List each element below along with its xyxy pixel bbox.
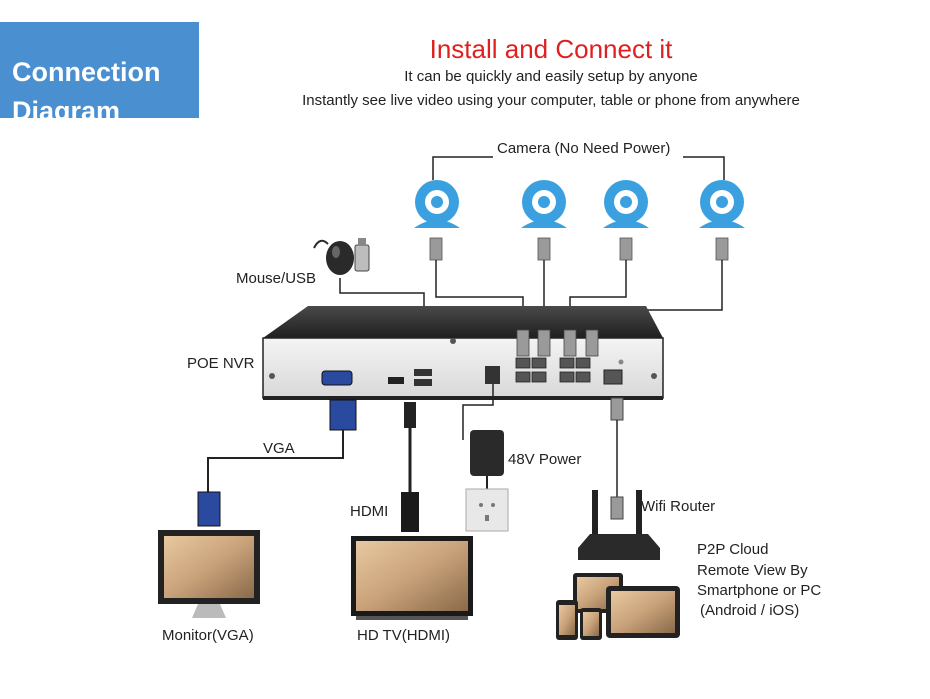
camera-icon [414, 180, 460, 228]
hdmi-cable [401, 402, 419, 532]
camera-icon [699, 180, 745, 228]
nvr-device [262, 306, 664, 400]
camera-icon [603, 180, 649, 228]
usb-dongle-icon [354, 238, 370, 272]
subtitle-2: Instantly see live video using your comp… [302, 92, 800, 109]
hdmi-port-icon [388, 377, 404, 384]
subtitle-1: It can be quickly and easily setup by an… [404, 68, 698, 85]
rj45-connector-icon [516, 329, 530, 357]
hdmi-label: HDMI [350, 503, 389, 520]
vga-cable [197, 399, 357, 527]
usb-port-icon [414, 379, 432, 386]
tv-label: HD TV(HDMI) [357, 627, 451, 644]
rj45-connector-icon [585, 329, 599, 357]
mouse-icon [313, 239, 354, 275]
rj45-connector-icon [563, 329, 577, 357]
nvr-label: POE NVR [187, 355, 255, 372]
rj45-connector-icon [537, 237, 551, 261]
rj45-connector-icon [429, 237, 443, 261]
lan-port-icon [603, 369, 623, 385]
monitor-icon [158, 530, 260, 618]
wall-socket-icon [465, 488, 509, 532]
poe-port-group [515, 357, 591, 383]
camera-label: Camera (No Need Power) [497, 140, 671, 157]
cloud-line1: P2P Cloud [697, 541, 769, 558]
mobile-devices-icon [556, 573, 680, 640]
cloud-line3: Smartphone or PC [697, 582, 822, 599]
power-adapter-icon [470, 430, 504, 476]
cloud-line2: Remote View By [697, 562, 808, 579]
lan-cable [610, 397, 624, 520]
usb-port-icon [414, 369, 432, 376]
rj45-connector-icon [619, 237, 633, 261]
cloud-line4: (Android / iOS) [700, 602, 800, 619]
power-cable [462, 384, 509, 532]
page-title: Install and Connect it [429, 34, 673, 64]
power-port-icon [485, 366, 500, 384]
monitor-label: Monitor(VGA) [162, 627, 254, 644]
vga-port-icon [321, 370, 353, 386]
vga-label: VGA [263, 440, 295, 457]
connection-diagram-badge: Connection Diagram [0, 22, 199, 125]
tv-icon [351, 536, 473, 620]
badge-line1: Connection [12, 57, 161, 87]
mouse-usb-label: Mouse/USB [236, 270, 317, 287]
router-label: Wifi Router [641, 498, 716, 515]
camera-icon [521, 180, 567, 228]
rj45-connector-icon [537, 329, 551, 357]
wifi-router-icon [578, 490, 660, 560]
badge-line2: Diagram [12, 96, 121, 126]
power-label: 48V Power [508, 451, 582, 468]
rj45-connector-icon [715, 237, 729, 261]
camera-bracket [432, 156, 725, 180]
